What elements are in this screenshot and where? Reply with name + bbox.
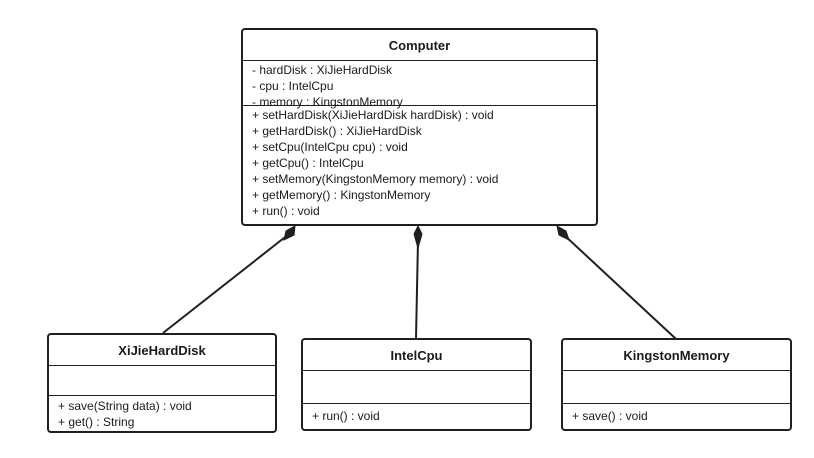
operation-get-memory: + getMemory() : KingstonMemory xyxy=(252,188,431,202)
class-xijieharddisk-title: XiJieHardDisk xyxy=(49,335,275,366)
class-computer-attributes: - hardDisk : XiJieHardDisk - cpu : Intel… xyxy=(243,61,596,109)
operation-set-cpu: + setCpu(IntelCpu cpu) : void xyxy=(252,140,408,154)
operation-get: + get() : String xyxy=(58,415,135,429)
operation-get-harddisk: + getHardDisk() : XiJieHardDisk xyxy=(252,124,422,138)
operation-save: + save(String data) : void xyxy=(58,399,192,413)
class-intelcpu-attributes xyxy=(303,371,530,404)
operation-set-harddisk: + setHardDisk(XiJieHardDisk hardDisk) : … xyxy=(252,108,494,122)
composition-diamond-cpu xyxy=(413,224,423,250)
attribute-cpu: - cpu : IntelCpu xyxy=(252,79,334,93)
composition-line-memory xyxy=(562,233,677,340)
composition-diamond-harddisk xyxy=(283,225,296,241)
class-kingstonmemory-attributes xyxy=(563,371,790,404)
class-xijieharddisk[interactable]: XiJieHardDisk + save(String data) : void… xyxy=(47,333,277,433)
class-computer-title: Computer xyxy=(243,30,596,61)
class-kingstonmemory-title: KingstonMemory xyxy=(563,340,790,371)
operation-save: + save() : void xyxy=(572,409,648,423)
class-intelcpu[interactable]: IntelCpu + run() : void xyxy=(301,338,532,431)
class-intelcpu-title: IntelCpu xyxy=(303,340,530,371)
composition-diamond-memory xyxy=(556,225,570,241)
class-computer[interactable]: Computer - hardDisk : XiJieHardDisk - cp… xyxy=(241,28,598,226)
operation-get-cpu: + getCpu() : IntelCpu xyxy=(252,156,364,170)
class-kingstonmemory[interactable]: KingstonMemory + save() : void xyxy=(561,338,792,431)
class-xijieharddisk-operations: + save(String data) : void + get() : Str… xyxy=(49,396,275,430)
operation-run: + run() : void xyxy=(312,409,380,423)
class-kingstonmemory-operations: + save() : void xyxy=(563,404,790,424)
attribute-memory: - memory : KingstonMemory xyxy=(252,95,403,109)
composition-line-harddisk xyxy=(162,233,290,334)
composition-line-cpu xyxy=(415,239,419,340)
class-intelcpu-operations: + run() : void xyxy=(303,404,530,424)
class-xijieharddisk-attributes xyxy=(49,366,275,396)
class-computer-operations: + setHardDisk(XiJieHardDisk hardDisk) : … xyxy=(243,106,596,219)
operation-set-memory: + setMemory(KingstonMemory memory) : voi… xyxy=(252,172,499,186)
attribute-harddisk: - hardDisk : XiJieHardDisk xyxy=(252,63,393,77)
operation-run: + run() : void xyxy=(252,204,320,218)
